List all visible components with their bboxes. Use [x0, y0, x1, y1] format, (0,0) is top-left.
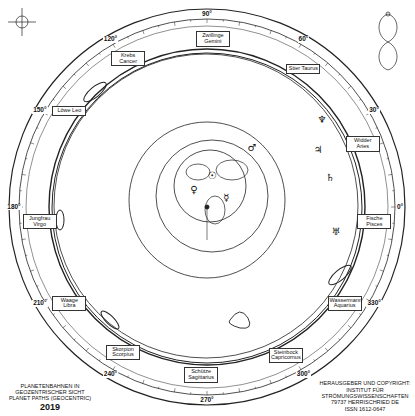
- chart-title: PLANETENBAHNEN IN GEOZENTRISCHER SICHT: [4, 383, 96, 396]
- chart-subtitle: PLANET PATHS (GEOCENTRIC): [9, 395, 91, 401]
- constellation-label: Wassermann Aquarius: [328, 296, 362, 312]
- degree-label: 300°: [296, 371, 311, 378]
- planet-symbol: ♆: [318, 115, 327, 126]
- publisher-note: HERAUSGEBER UND COPYRIGHT:: [320, 380, 411, 386]
- constellation-label: Krebs Cancer: [111, 51, 145, 67]
- year-label: 2019: [40, 402, 60, 412]
- degree-label: 180°: [6, 204, 21, 211]
- publisher-note: INSTITUT FÜR STRÖMUNGSWISSENSCHAFTEN: [319, 387, 411, 400]
- planet-symbol: ♅: [332, 227, 341, 238]
- degree-label: 30°: [368, 107, 380, 114]
- degree-label: 240°: [103, 371, 118, 378]
- degree-label: 150°: [32, 107, 47, 114]
- degree-label: 330°: [366, 300, 381, 307]
- constellation-label: Zwillinge Gemini: [196, 31, 230, 47]
- degree-label: 270°: [199, 397, 214, 404]
- planet-symbol: ♄: [326, 173, 335, 184]
- publisher-note: ISSN 1612-0647: [345, 406, 386, 412]
- constellation-label: Fische Pisces: [357, 214, 391, 230]
- degree-label: 120°: [103, 36, 118, 43]
- constellation-label: Waage Libra: [52, 296, 86, 312]
- planet-symbol: ♂: [248, 143, 257, 154]
- constellation-label: Widder Aries: [346, 136, 380, 152]
- planet-symbol: ♀: [190, 185, 197, 196]
- degree-label: 0°: [396, 204, 404, 211]
- planet-symbol: ☉: [208, 171, 217, 182]
- constellation-label: Jungfrau Virgo: [23, 214, 57, 230]
- degree-label: 60°: [298, 36, 310, 43]
- degree-label: 210°: [32, 300, 47, 307]
- constellation-label: Skorpion Scorpius: [106, 345, 140, 361]
- planet-symbol: ♃: [314, 145, 323, 156]
- constellation-label: Steinbock Capricornus: [269, 348, 303, 364]
- planet-symbol: ☿: [223, 193, 229, 204]
- constellation-label: Schütze Sagittarius: [184, 367, 218, 383]
- constellation-label: Stier Taurus: [286, 64, 320, 74]
- degree-label: 90°: [201, 11, 213, 18]
- title-block: PLANETENBAHNEN IN GEOZENTRISCHER SICHTPL…: [4, 383, 96, 412]
- constellation-label: Löwe Leo: [52, 106, 86, 116]
- publisher-block: HERAUSGEBER UND COPYRIGHT:INSTITUT FÜR S…: [319, 380, 411, 412]
- publisher-note: 79737 HERRISCHRIED DE: [331, 399, 399, 405]
